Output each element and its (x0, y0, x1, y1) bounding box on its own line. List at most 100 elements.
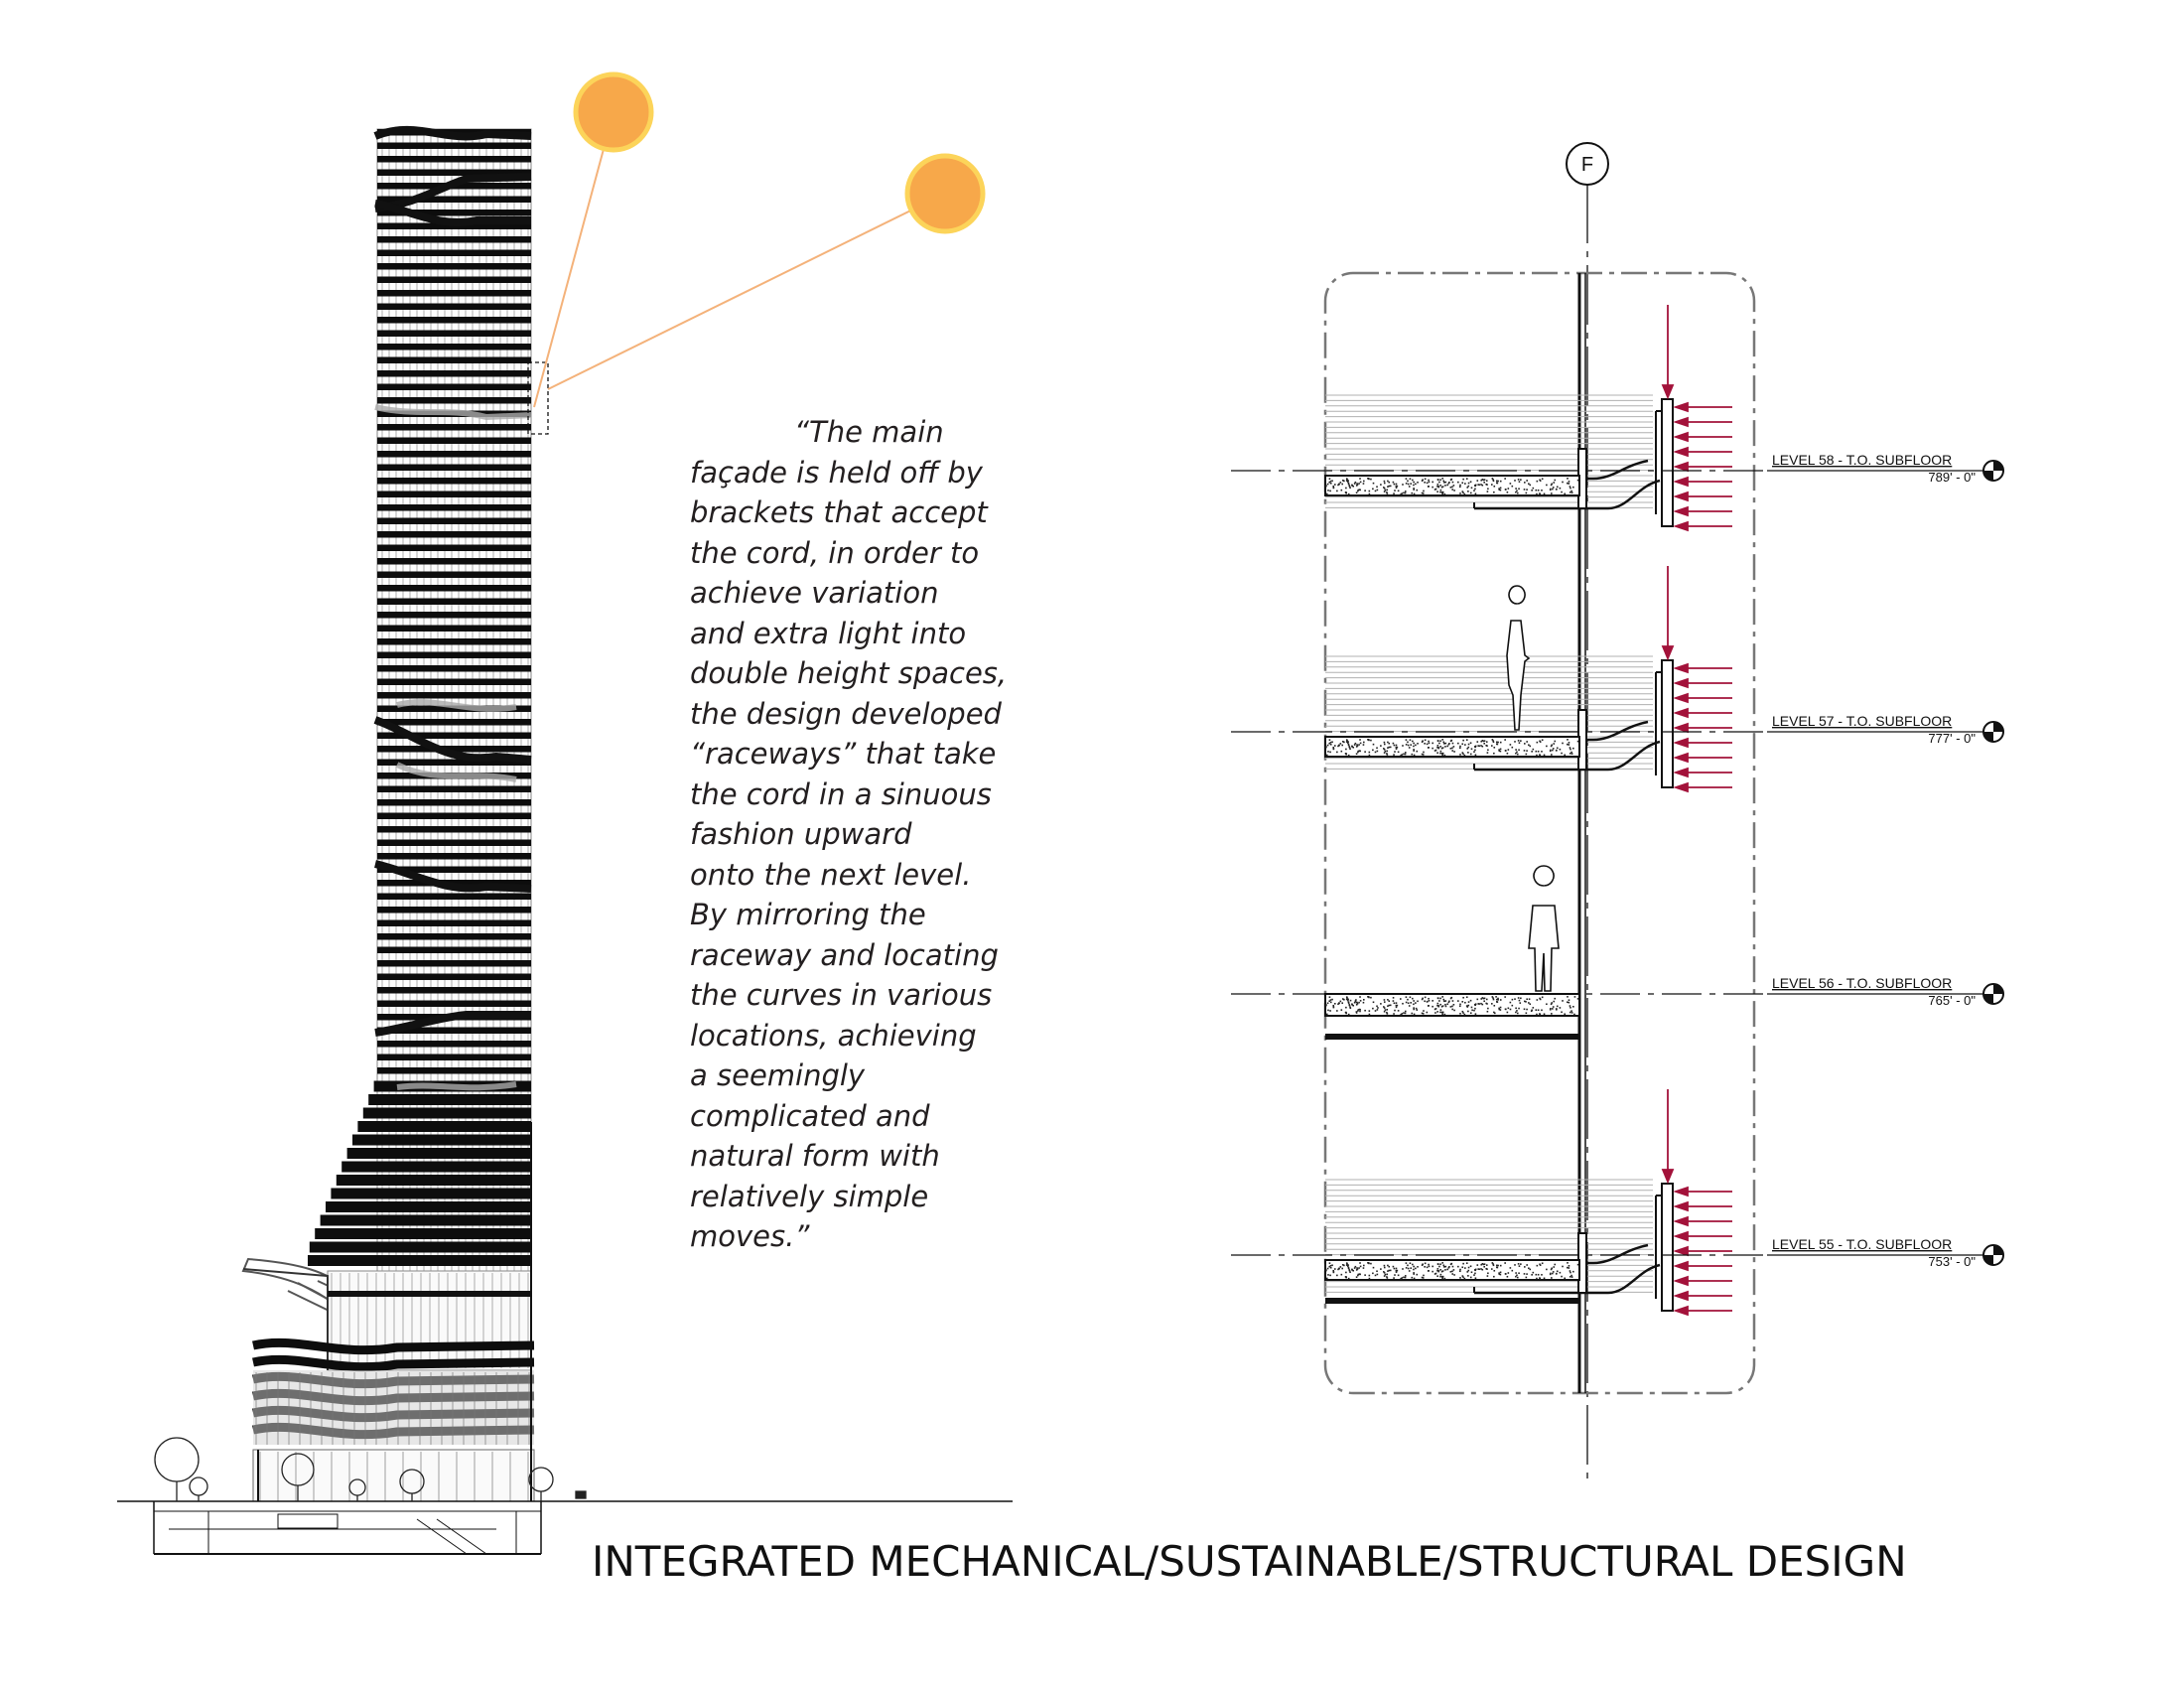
quote-line: fashion upward (690, 817, 912, 851)
slab-band (377, 625, 531, 632)
quote-line: the design developed (690, 696, 1002, 731)
level-name: LEVEL 58 - T.O. SUBFLOOR (1772, 452, 1952, 468)
raceway-shadows (374, 404, 532, 1091)
slab-band (377, 598, 531, 605)
quote-line: the curves in various (690, 978, 993, 1012)
slab-band (377, 933, 531, 940)
slab-band (377, 853, 531, 860)
slab-band (377, 558, 531, 565)
tree (189, 1477, 208, 1496)
slab-band (377, 960, 531, 967)
quote-line: onto the next level. (690, 857, 972, 892)
level-elevation: 765' - 0" (1928, 993, 1976, 1008)
sun-high (573, 71, 654, 153)
section-boundary (1323, 271, 1756, 1395)
slab-band (377, 692, 531, 699)
tower-podium (242, 1122, 535, 1502)
sun-path-diagram (533, 71, 986, 408)
slab-band (377, 705, 531, 712)
slab-band (377, 638, 531, 645)
slab-band (377, 1067, 531, 1074)
slab-band (377, 317, 531, 324)
slab-band (377, 478, 531, 485)
concrete-slab (1324, 993, 1580, 1017)
slab-band (377, 249, 531, 256)
slab-band (362, 1107, 531, 1119)
quote-line: double height spaces, (690, 656, 1008, 690)
slab-band (377, 356, 531, 363)
slab-band (377, 517, 531, 524)
slab-band (377, 973, 531, 980)
wind-load-arrows (1661, 305, 1732, 532)
concrete-slab (1324, 736, 1580, 758)
slab-band (377, 531, 531, 538)
slab-band (377, 919, 531, 926)
quote-line: complicated and (690, 1098, 930, 1133)
slab-band (377, 544, 531, 551)
slab-band (377, 276, 531, 283)
grid-label-f: F (1581, 154, 1593, 176)
slab-band (308, 1255, 531, 1266)
site-trees (154, 1437, 587, 1501)
quote-line: brackets that accept (690, 495, 988, 529)
slab-band (377, 464, 531, 471)
slab-band (377, 812, 531, 819)
human-figure-standing (1506, 585, 1531, 731)
slab-band (377, 732, 531, 739)
quote-line: By mirroring the (690, 898, 926, 931)
slab-band (377, 1000, 531, 1007)
slab-band (315, 1228, 531, 1239)
slab-band (377, 344, 531, 351)
slab-band (377, 826, 531, 833)
quote-line: a seemingly (690, 1058, 866, 1092)
slab-band (377, 397, 531, 404)
quote-line: achieve variation (690, 576, 939, 610)
slab-band (377, 612, 531, 619)
concrete-slab (1324, 475, 1580, 496)
quote-line: façade is held off by (690, 455, 983, 490)
quote-line: the cord in a sinuous (690, 776, 992, 811)
level-name: LEVEL 57 - T.O. SUBFLOOR (1772, 713, 1952, 729)
slab-band (377, 236, 531, 243)
detail-callout-box (527, 361, 549, 435)
slab-band (377, 169, 531, 176)
slab-band (377, 370, 531, 377)
slab-band (377, 1054, 531, 1060)
quote-line: locations, achieving (690, 1018, 977, 1053)
slab-band (341, 1161, 531, 1173)
sun-low (904, 153, 986, 234)
slab-band (377, 746, 531, 753)
slab-band (326, 1201, 531, 1212)
level-marker: LEVEL 58 - T.O. SUBFLOOR 789' - 0" (1231, 452, 2004, 485)
quote-line: the cord, in order to (690, 535, 980, 570)
quote-line: “The main (794, 415, 944, 449)
level-elevation: 789' - 0" (1928, 470, 1976, 485)
quote-line: “raceways” that take (690, 737, 997, 771)
quote-line: relatively simple (690, 1179, 929, 1213)
concrete-slab (1324, 1259, 1580, 1281)
slab-band (320, 1214, 531, 1226)
tree (154, 1437, 200, 1482)
wind-load-arrows (1661, 1089, 1732, 1317)
slab-band (377, 866, 531, 873)
slab-band (377, 678, 531, 685)
wind-load-arrows (1661, 566, 1732, 793)
bracket-floor-assembly (1325, 655, 1674, 788)
slab-band (377, 196, 531, 203)
sun-ray-low (547, 193, 946, 390)
slab-band (377, 330, 531, 337)
level-elevation: 753' - 0" (1928, 1254, 1976, 1269)
slab-band (377, 785, 531, 792)
slab-band (377, 437, 531, 444)
slab-band (377, 290, 531, 297)
slab-band (346, 1148, 531, 1159)
slab-band (377, 651, 531, 658)
slab-band (377, 424, 531, 431)
slab-band (377, 1027, 531, 1034)
slab-band (377, 907, 531, 914)
slab-band (377, 946, 531, 953)
